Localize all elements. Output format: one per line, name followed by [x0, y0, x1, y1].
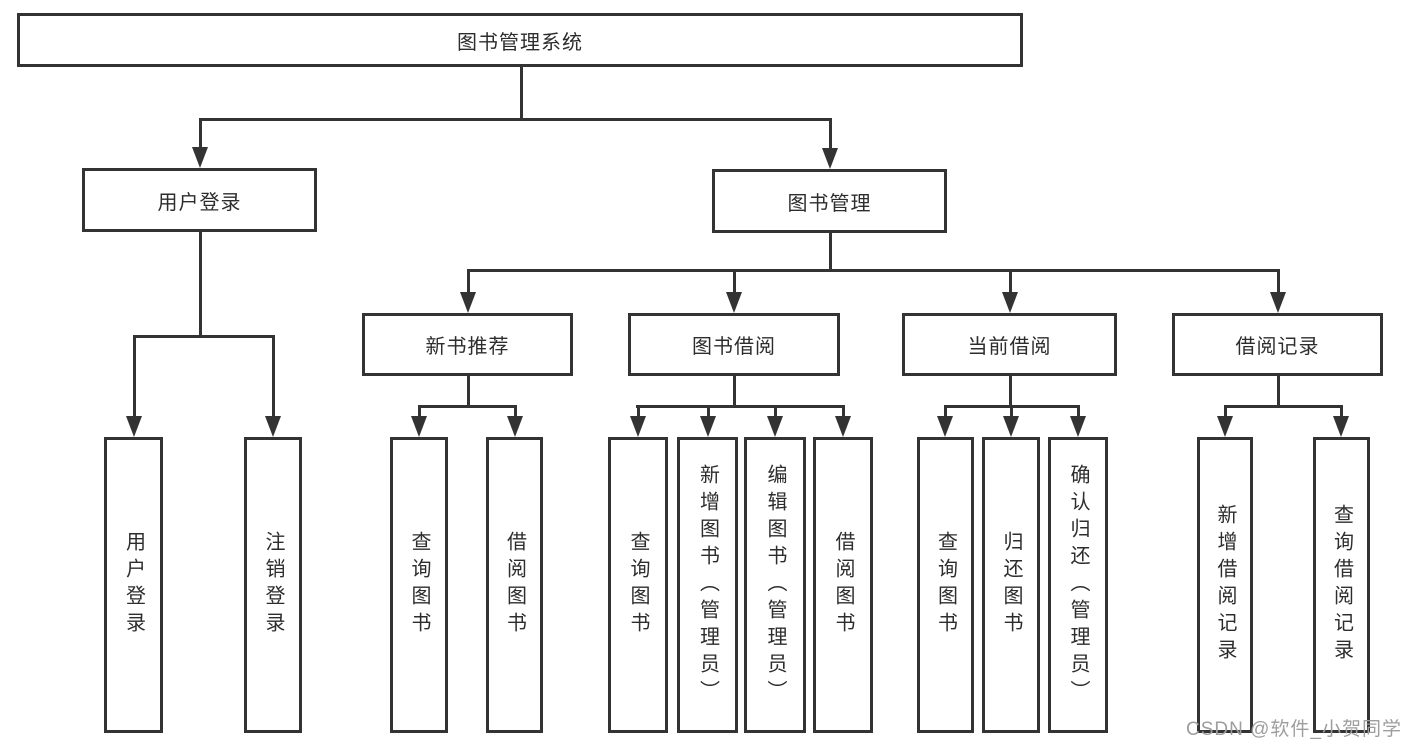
leaf-confirm-return-admin-label: 确认归还（管理员） — [1067, 463, 1089, 707]
connector-line — [707, 405, 710, 417]
arrowhead-down-icon — [411, 416, 427, 437]
connector-line — [133, 335, 136, 417]
connector-line — [467, 376, 470, 407]
arrowhead-down-icon — [1003, 416, 1019, 437]
node-current-borrow: 当前借阅 — [902, 313, 1117, 376]
leaf-query-books-borrow: 查询图书 — [608, 437, 668, 733]
connector-line — [842, 405, 845, 417]
arrowhead-down-icon — [767, 416, 783, 437]
leaf-edit-book-admin-label: 编辑图书（管理员） — [764, 463, 786, 707]
node-new-book-recommend-label: 新书推荐 — [425, 336, 510, 358]
arrowhead-down-icon — [937, 416, 953, 437]
connector-line — [514, 405, 517, 417]
leaf-query-books-recommend-label: 查询图书 — [408, 531, 430, 639]
connector-line — [467, 269, 1280, 272]
node-book-borrow: 图书借阅 — [628, 313, 840, 376]
leaf-user-login-label: 用户登录 — [122, 531, 145, 639]
leaf-logout: 注销登录 — [244, 437, 302, 733]
node-root-label: 图书管理系统 — [457, 31, 583, 54]
connector-line — [829, 233, 832, 272]
arrowhead-down-icon — [1217, 416, 1233, 437]
arrowhead-down-icon — [460, 292, 476, 313]
connector-line — [418, 405, 421, 417]
arrowhead-down-icon — [265, 416, 281, 437]
leaf-add-borrow-record-label: 新增借阅记录 — [1214, 504, 1236, 666]
arrowhead-down-icon — [192, 147, 208, 168]
leaf-user-login: 用户登录 — [104, 437, 163, 733]
leaf-return-books: 归还图书 — [982, 437, 1040, 733]
node-user-login-label: 用户登录 — [157, 191, 242, 214]
arrowhead-down-icon — [1333, 416, 1349, 437]
leaf-borrow-books-2-label: 借阅图书 — [832, 531, 854, 639]
connector-line — [1224, 405, 1343, 408]
node-book-management: 图书管理 — [712, 169, 947, 233]
arrowhead-down-icon — [1270, 292, 1286, 313]
arrowhead-down-icon — [126, 416, 142, 437]
leaf-confirm-return-admin: 确认归还（管理员） — [1048, 437, 1108, 733]
connector-line — [199, 232, 202, 337]
node-new-book-recommend: 新书推荐 — [362, 313, 573, 376]
connector-line — [272, 335, 275, 417]
node-root: 图书管理系统 — [17, 13, 1023, 67]
node-current-borrow-label: 当前借阅 — [967, 336, 1052, 358]
connector-line — [1277, 376, 1280, 407]
node-borrow-records-label: 借阅记录 — [1235, 336, 1320, 358]
arrowhead-down-icon — [1002, 292, 1018, 313]
connector-line — [733, 269, 736, 293]
arrowhead-down-icon — [700, 416, 716, 437]
connector-line — [520, 67, 523, 120]
connector-line — [637, 405, 640, 417]
leaf-query-books-recommend: 查询图书 — [390, 437, 448, 733]
node-user-login: 用户登录 — [82, 168, 317, 232]
leaf-edit-book-admin: 编辑图书（管理员） — [744, 437, 806, 733]
connector-line — [733, 376, 736, 407]
arrowhead-down-icon — [822, 148, 838, 169]
leaf-add-borrow-record: 新增借阅记录 — [1197, 437, 1253, 733]
arrowhead-down-icon — [507, 416, 523, 437]
connector-line — [199, 118, 202, 148]
leaf-return-books-label: 归还图书 — [1000, 531, 1022, 639]
leaf-add-book-admin: 新增图书（管理员） — [677, 437, 738, 733]
connector-line — [1009, 269, 1012, 293]
node-borrow-records: 借阅记录 — [1172, 313, 1383, 376]
connector-line — [774, 405, 777, 417]
connector-line — [636, 405, 845, 408]
csdn-watermark: CSDN @软件_小贺同学 — [1186, 719, 1402, 740]
connector-line — [467, 269, 470, 293]
leaf-logout-label: 注销登录 — [262, 531, 284, 639]
leaf-borrow-books-2: 借阅图书 — [813, 437, 873, 733]
leaf-borrow-books-recommend-label: 借阅图书 — [503, 531, 526, 639]
leaf-query-borrow-record: 查询借阅记录 — [1313, 437, 1370, 733]
leaf-query-books-borrow-label: 查询图书 — [627, 531, 649, 639]
connector-line — [1277, 269, 1280, 293]
leaf-query-books-current-label: 查询图书 — [934, 531, 957, 639]
arrowhead-down-icon — [726, 292, 742, 313]
connector-line — [1077, 405, 1080, 417]
leaf-add-book-admin-label: 新增图书（管理员） — [696, 463, 719, 707]
connector-line — [1010, 405, 1013, 417]
connector-line — [829, 118, 832, 148]
connector-line — [1009, 376, 1012, 407]
arrowhead-down-icon — [1070, 416, 1086, 437]
connector-line — [1224, 405, 1227, 417]
leaf-query-books-current: 查询图书 — [917, 437, 974, 733]
arrowhead-down-icon — [630, 416, 646, 437]
node-book-management-label: 图书管理 — [787, 192, 872, 215]
connector-line — [418, 405, 517, 408]
connector-line — [1340, 405, 1343, 417]
connector-line — [199, 118, 831, 121]
leaf-query-borrow-record-label: 查询借阅记录 — [1330, 504, 1353, 666]
arrowhead-down-icon — [835, 416, 851, 437]
leaf-borrow-books-recommend: 借阅图书 — [486, 437, 543, 733]
node-book-borrow-label: 图书借阅 — [692, 336, 776, 358]
connector-line — [944, 405, 947, 417]
connector-line — [133, 335, 275, 338]
